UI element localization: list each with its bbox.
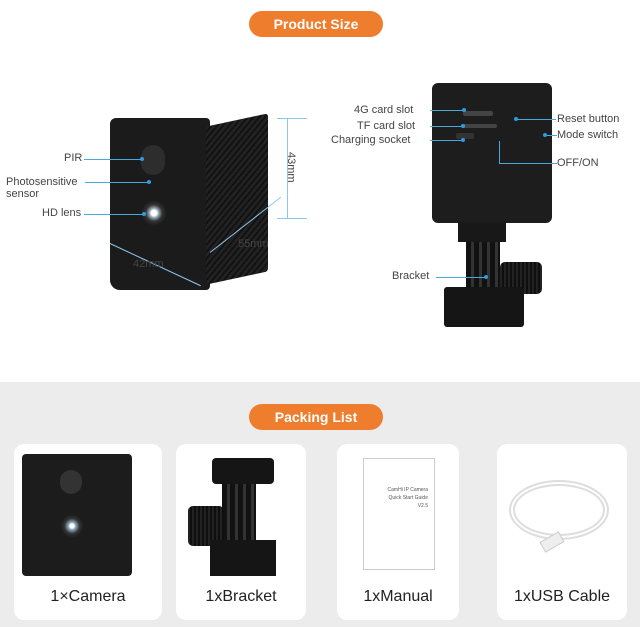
height-dimension: 43mm <box>285 152 297 183</box>
usb-cable-caption: 1xUSB Cable <box>513 588 611 605</box>
photosensitive-label: Photosensitive <box>6 176 78 188</box>
manual-doc-subtitle: Quick Start Guide <box>388 495 428 501</box>
packing-item-manual: CamHi IP Camera Quick Start Guide V2.5 1… <box>337 444 459 620</box>
sensor-label: sensor <box>6 188 40 200</box>
tf-slot-label: TF card slot <box>357 120 416 132</box>
reset-button-label: Reset button <box>557 113 620 125</box>
pir-label: PIR <box>64 152 83 164</box>
mode-switch-label: Mode switch <box>557 129 619 141</box>
bracket-caption: 1xBracket <box>205 588 277 605</box>
depth-dimension: 55mm <box>238 238 269 250</box>
off-on-label: OFF/ON <box>557 157 599 169</box>
packing-item-usb-cable: 1xUSB Cable <box>497 444 627 620</box>
packing-list-title: Packing List <box>249 404 383 430</box>
4g-slot-label: 4G card slot <box>354 104 414 116</box>
bracket-label: Bracket <box>392 270 430 282</box>
width-dimension: 42mm <box>133 258 164 270</box>
product-size-title: Product Size <box>249 11 383 37</box>
packing-item-camera: 1×Camera <box>14 444 162 620</box>
camera-caption: 1×Camera <box>50 588 126 605</box>
charging-socket-label: Charging socket <box>331 134 411 146</box>
manual-caption: 1xManual <box>363 588 433 605</box>
packing-item-bracket: 1xBracket <box>176 444 306 620</box>
manual-doc-version: V2.5 <box>417 503 428 509</box>
manual-doc-title: CamHi IP Camera <box>387 487 428 493</box>
manual-image: CamHi IP Camera Quick Start Guide V2.5 <box>363 458 435 570</box>
hd-lens-label: HD lens <box>42 207 82 219</box>
